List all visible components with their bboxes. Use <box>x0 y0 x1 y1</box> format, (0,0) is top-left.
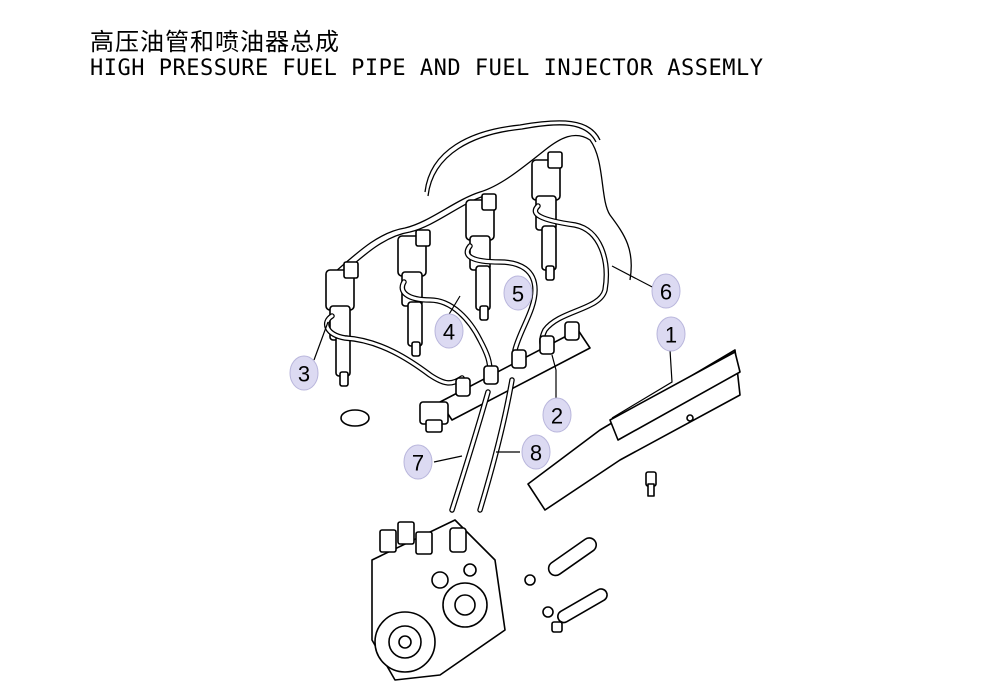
callout-label-5: 5 <box>512 282 524 307</box>
fuel-rail <box>439 321 591 421</box>
callout-2: 2 <box>542 397 572 433</box>
callout-label-2: 2 <box>551 404 563 429</box>
callout-4: 4 <box>434 313 464 349</box>
fuel-injector-1 <box>325 261 359 387</box>
supply-pipes <box>449 377 515 513</box>
leader-lines <box>313 265 673 463</box>
callout-3: 3 <box>289 355 319 391</box>
heat-shield <box>527 349 741 511</box>
callout-label-6: 6 <box>660 280 672 305</box>
callout-label-7: 7 <box>412 451 424 476</box>
callout-label-8: 8 <box>530 441 542 466</box>
callout-7: 7 <box>403 444 433 480</box>
callout-6: 6 <box>651 273 681 309</box>
bolt <box>645 471 657 497</box>
sealing-ring <box>340 409 370 427</box>
title-chinese: 高压油管和喷油器总成 <box>90 28 340 56</box>
small-fittings <box>524 537 608 633</box>
callout-8: 8 <box>521 434 551 470</box>
callout-label-4: 4 <box>443 320 455 345</box>
wiring-harness <box>334 120 632 281</box>
pressure-sensor <box>419 401 449 433</box>
callout-5: 5 <box>503 275 533 311</box>
callout-1: 1 <box>656 316 686 352</box>
callout-label-3: 3 <box>298 362 310 387</box>
title-english: HIGH PRESSURE FUEL PIPE AND FUEL INJECTO… <box>90 56 764 81</box>
fuel-pump <box>371 519 506 681</box>
callout-label-1: 1 <box>665 323 677 348</box>
